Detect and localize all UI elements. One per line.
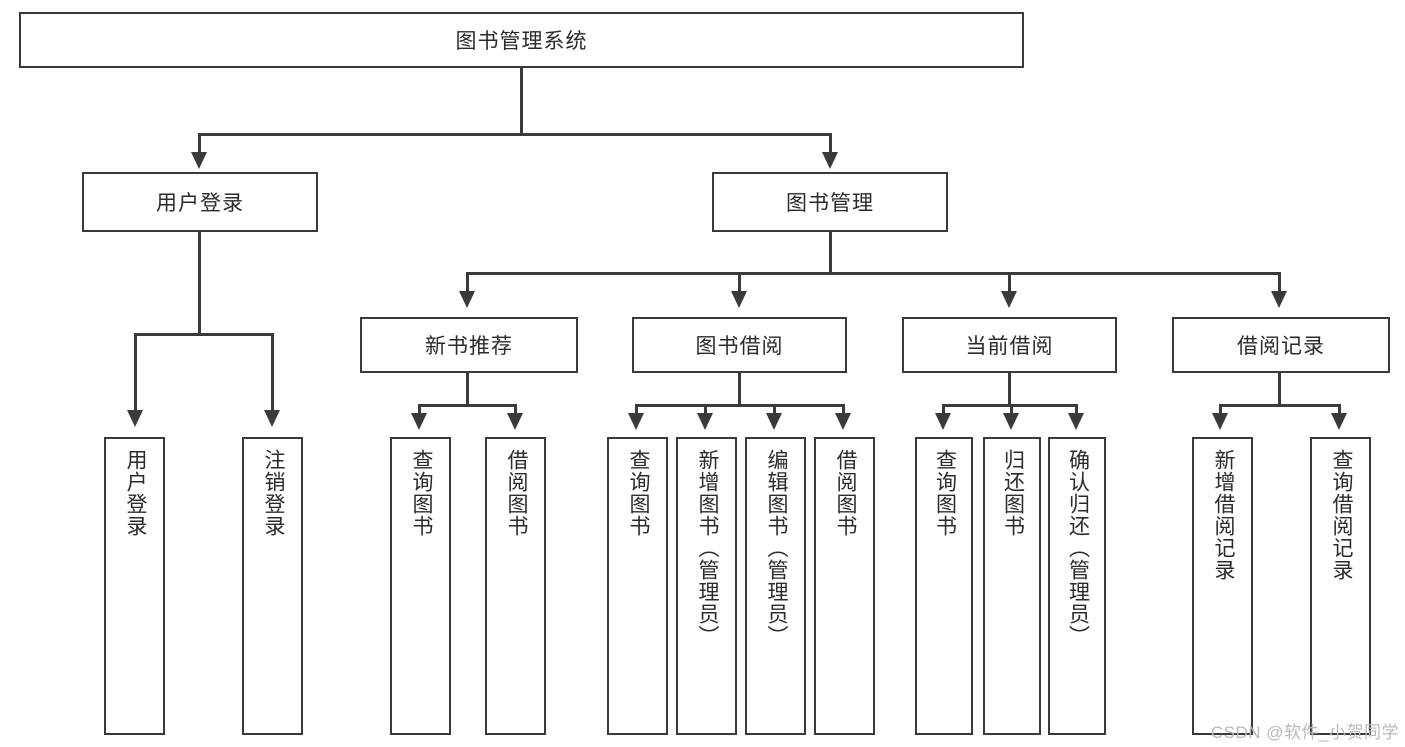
- node-label: 归还图书: [1001, 449, 1025, 537]
- edge-book-borrow-to-leaf-3: [842, 404, 845, 416]
- leaf-book-borrow-query-book[interactable]: 查询图书: [607, 437, 668, 735]
- edge-book-borrow-to-leaf-1: [704, 404, 707, 416]
- leaf-current-borrow-confirm-return-admin[interactable]: 确认归还（管理员）: [1048, 437, 1106, 735]
- edge-user-login-stem: [198, 232, 201, 335]
- edge-book-borrow-stem: [738, 373, 741, 406]
- node-label: 用户登录: [156, 192, 244, 215]
- node-label: 借阅图书: [833, 449, 857, 537]
- arrowhead-user-login-to-leaf-0: [127, 410, 143, 427]
- node-label: 借阅图书: [504, 449, 528, 537]
- edge-root-stem: [520, 68, 523, 135]
- edge-user-login-to-leaf-1: [271, 333, 274, 413]
- node-label: 查询图书: [933, 449, 957, 537]
- arrowhead-root-to-book-management: [822, 152, 838, 169]
- node-label: 确认归还（管理员）: [1066, 449, 1090, 647]
- arrowhead-book-borrow-to-leaf-1: [697, 413, 713, 430]
- arrowhead-new-book-to-leaf-0: [411, 413, 427, 430]
- node-label: 当前借阅: [965, 335, 1054, 358]
- arrowhead-borrow-record-to-leaf-0: [1212, 413, 1228, 430]
- arrowhead-current-borrow-to-leaf-2: [1068, 413, 1084, 430]
- edge-new-book-stem: [466, 373, 469, 406]
- arrowhead-book-borrow-to-leaf-0: [628, 413, 644, 430]
- node-label: 用户登录: [123, 449, 147, 537]
- edge-current-borrow-to-leaf-0: [942, 404, 945, 416]
- edge-root-to-book-management: [829, 133, 832, 156]
- leaf-borrow-record-add-record[interactable]: 新增借阅记录: [1192, 437, 1253, 735]
- edge-book-management-bus: [466, 272, 1281, 275]
- arrowhead-user-login-to-leaf-1: [264, 410, 280, 427]
- edge-book-borrow-to-leaf-2: [773, 404, 776, 416]
- arrowhead-bm-to-borrow-book: [731, 291, 747, 308]
- edge-user-login-to-leaf-0: [134, 333, 137, 413]
- node-book-borrow[interactable]: 图书借阅: [632, 317, 847, 373]
- arrowhead-bm-to-borrow-record: [1271, 291, 1287, 308]
- node-label: 新书推荐: [425, 335, 513, 358]
- node-label: 图书管理: [786, 192, 874, 215]
- edge-bm-to-borrow-book: [738, 272, 741, 294]
- leaf-book-borrow-edit-book-admin[interactable]: 编辑图书（管理员）: [745, 437, 806, 735]
- edge-book-management-stem: [829, 232, 832, 274]
- node-label: 图书管理系统: [455, 30, 588, 53]
- arrowhead-root-to-user-login: [191, 152, 207, 169]
- edge-new-book-to-leaf-0: [418, 404, 421, 416]
- node-label: 查询图书: [626, 449, 650, 537]
- node-label: 注销登录: [261, 449, 285, 537]
- node-label: 查询图书: [409, 449, 433, 537]
- edge-current-borrow-to-leaf-1: [1010, 404, 1013, 416]
- leaf-current-borrow-return-book[interactable]: 归还图书: [983, 437, 1041, 735]
- arrowhead-new-book-to-leaf-1: [507, 413, 523, 430]
- arrowhead-book-borrow-to-leaf-3: [835, 413, 851, 430]
- edge-borrow-record-stem: [1278, 373, 1281, 406]
- node-current-borrow[interactable]: 当前借阅: [902, 317, 1117, 373]
- arrowhead-borrow-record-to-leaf-1: [1331, 413, 1347, 430]
- arrowhead-book-borrow-to-leaf-2: [766, 413, 782, 430]
- leaf-book-borrow-add-book-admin[interactable]: 新增图书（管理员）: [676, 437, 737, 735]
- leaf-new-book-borrow-book[interactable]: 借阅图书: [485, 437, 546, 735]
- node-new-book-recommendation[interactable]: 新书推荐: [360, 317, 578, 373]
- arrowhead-current-borrow-to-leaf-0: [935, 413, 951, 430]
- edge-current-borrow-bus: [942, 404, 1077, 407]
- edge-root-to-user-login: [198, 133, 201, 156]
- node-label: 新增借阅记录: [1211, 449, 1235, 581]
- edge-bm-to-current-borrow: [1008, 272, 1011, 294]
- csdn-watermark: CSDN @软件_小贺同学: [1210, 723, 1399, 742]
- node-borrow-record[interactable]: 借阅记录: [1172, 317, 1390, 373]
- node-label: 借阅记录: [1237, 335, 1325, 358]
- edge-current-borrow-stem: [1008, 373, 1011, 406]
- edge-book-borrow-to-leaf-0: [635, 404, 638, 416]
- leaf-book-borrow-borrow-book[interactable]: 借阅图书: [814, 437, 875, 735]
- node-label: 新增图书（管理员）: [695, 449, 719, 647]
- edge-current-borrow-to-leaf-2: [1075, 404, 1078, 416]
- leaf-current-borrow-query-book[interactable]: 查询图书: [915, 437, 973, 735]
- edge-borrow-record-to-leaf-0: [1219, 404, 1222, 416]
- edge-bm-to-borrow-record: [1278, 272, 1281, 294]
- node-label: 编辑图书（管理员）: [764, 449, 788, 647]
- arrowhead-bm-to-current-borrow: [1001, 291, 1017, 308]
- node-root-book-management-system[interactable]: 图书管理系统: [19, 12, 1024, 68]
- edge-root-bus: [198, 133, 832, 136]
- arrowhead-current-borrow-to-leaf-1: [1003, 413, 1019, 430]
- edge-new-book-to-leaf-1: [514, 404, 517, 416]
- leaf-new-book-query-book[interactable]: 查询图书: [390, 437, 451, 735]
- arrowhead-bm-to-new-book: [459, 291, 475, 308]
- edge-borrow-record-to-leaf-1: [1338, 404, 1341, 416]
- leaf-user-login-logout[interactable]: 注销登录: [242, 437, 303, 735]
- node-user-login[interactable]: 用户登录: [82, 172, 318, 232]
- node-book-management[interactable]: 图书管理: [712, 172, 948, 232]
- edge-bm-to-new-book: [466, 272, 469, 294]
- node-label: 查询借阅记录: [1329, 449, 1353, 581]
- node-label: 图书借阅: [695, 335, 784, 358]
- leaf-borrow-record-query-record[interactable]: 查询借阅记录: [1310, 437, 1371, 735]
- edge-borrow-record-bus: [1219, 404, 1341, 407]
- leaf-user-login-login[interactable]: 用户登录: [104, 437, 165, 735]
- edge-new-book-bus: [418, 404, 517, 407]
- edge-user-login-bus: [134, 333, 273, 336]
- edge-book-borrow-bus: [635, 404, 844, 407]
